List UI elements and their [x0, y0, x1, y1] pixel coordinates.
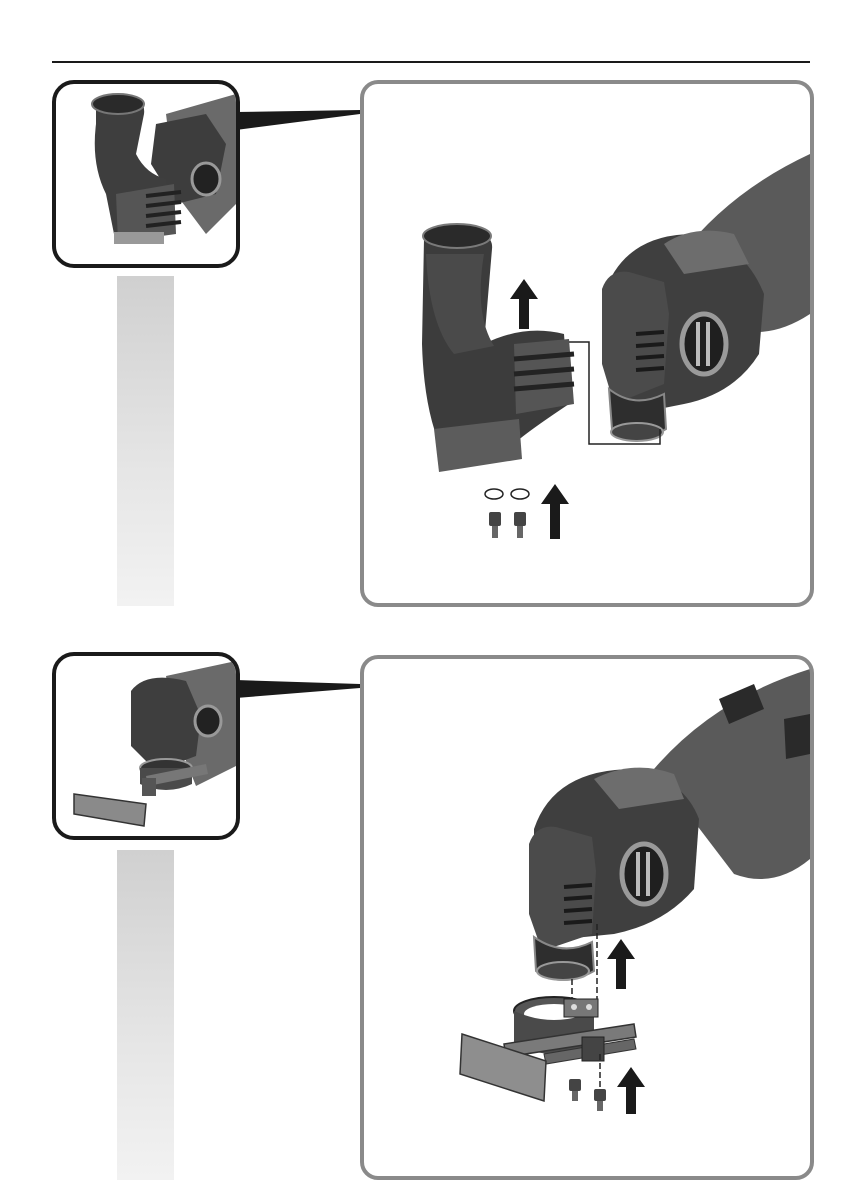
illustration-panel-parallel-guide: [360, 655, 814, 1180]
sidebar-text-column-2: [117, 850, 174, 1180]
dust-hood-thumbnail-illustration: [56, 84, 236, 264]
arrow-up-icon: [617, 1067, 645, 1114]
washer-icon: [511, 489, 529, 499]
washer-icon: [485, 489, 503, 499]
arrow-up-icon: [510, 279, 538, 329]
screw-icon: [569, 1079, 581, 1101]
callout-wedge-2: [236, 676, 360, 700]
arrow-up-icon: [541, 484, 569, 539]
thumbnail-dust-hood: [52, 80, 240, 268]
screw-icon: [489, 512, 501, 538]
callout-wedge-1: [236, 108, 360, 132]
sidebar-text-column-1: [117, 276, 174, 606]
top-rule: [52, 61, 810, 63]
thumbnail-parallel-guide: [52, 652, 240, 840]
parallel-guide-thumbnail-illustration: [56, 656, 236, 836]
screw-icon: [594, 1089, 606, 1111]
dust-hood-removal-illustration: [364, 84, 810, 603]
illustration-panel-dust-hood: [360, 80, 814, 607]
parallel-guide-attachment-illustration: [364, 659, 810, 1176]
arrow-up-icon: [607, 939, 635, 989]
screw-icon: [514, 512, 526, 538]
